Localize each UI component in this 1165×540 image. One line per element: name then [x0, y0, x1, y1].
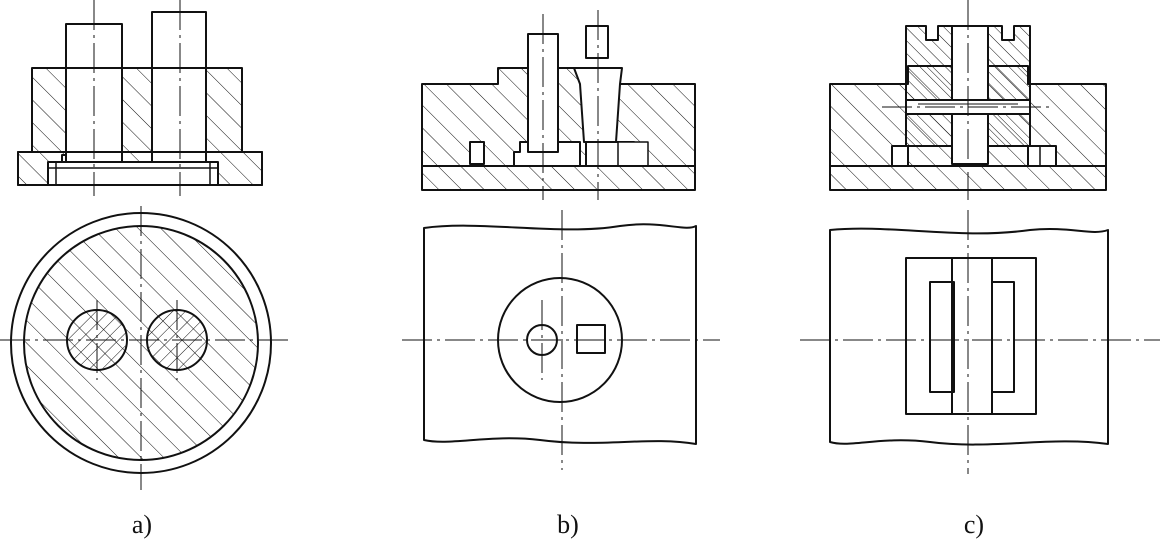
- view-b-plate-outline: [423, 223, 697, 445]
- view-c-plan: [829, 227, 1109, 446]
- view-a-pin-right: [151, 11, 207, 163]
- view-b-section: [421, 25, 696, 191]
- view-c-clamp-hatch: [905, 25, 953, 147]
- view-c-clamp-slot-left: [929, 281, 955, 393]
- caption-c: c): [963, 510, 985, 539]
- view-c-pin-plan: [951, 257, 993, 415]
- caption-a: a): [131, 510, 153, 539]
- view-c-plate-outline: [829, 227, 1109, 446]
- caption-b: b): [557, 510, 579, 539]
- view-b-plan: [423, 223, 697, 445]
- view-b-square-hole: [576, 324, 606, 354]
- center-lines: [0, 0, 1160, 490]
- view-a-section: [17, 11, 263, 186]
- view-c-pin: [951, 25, 989, 165]
- view-a-flange: [47, 161, 219, 186]
